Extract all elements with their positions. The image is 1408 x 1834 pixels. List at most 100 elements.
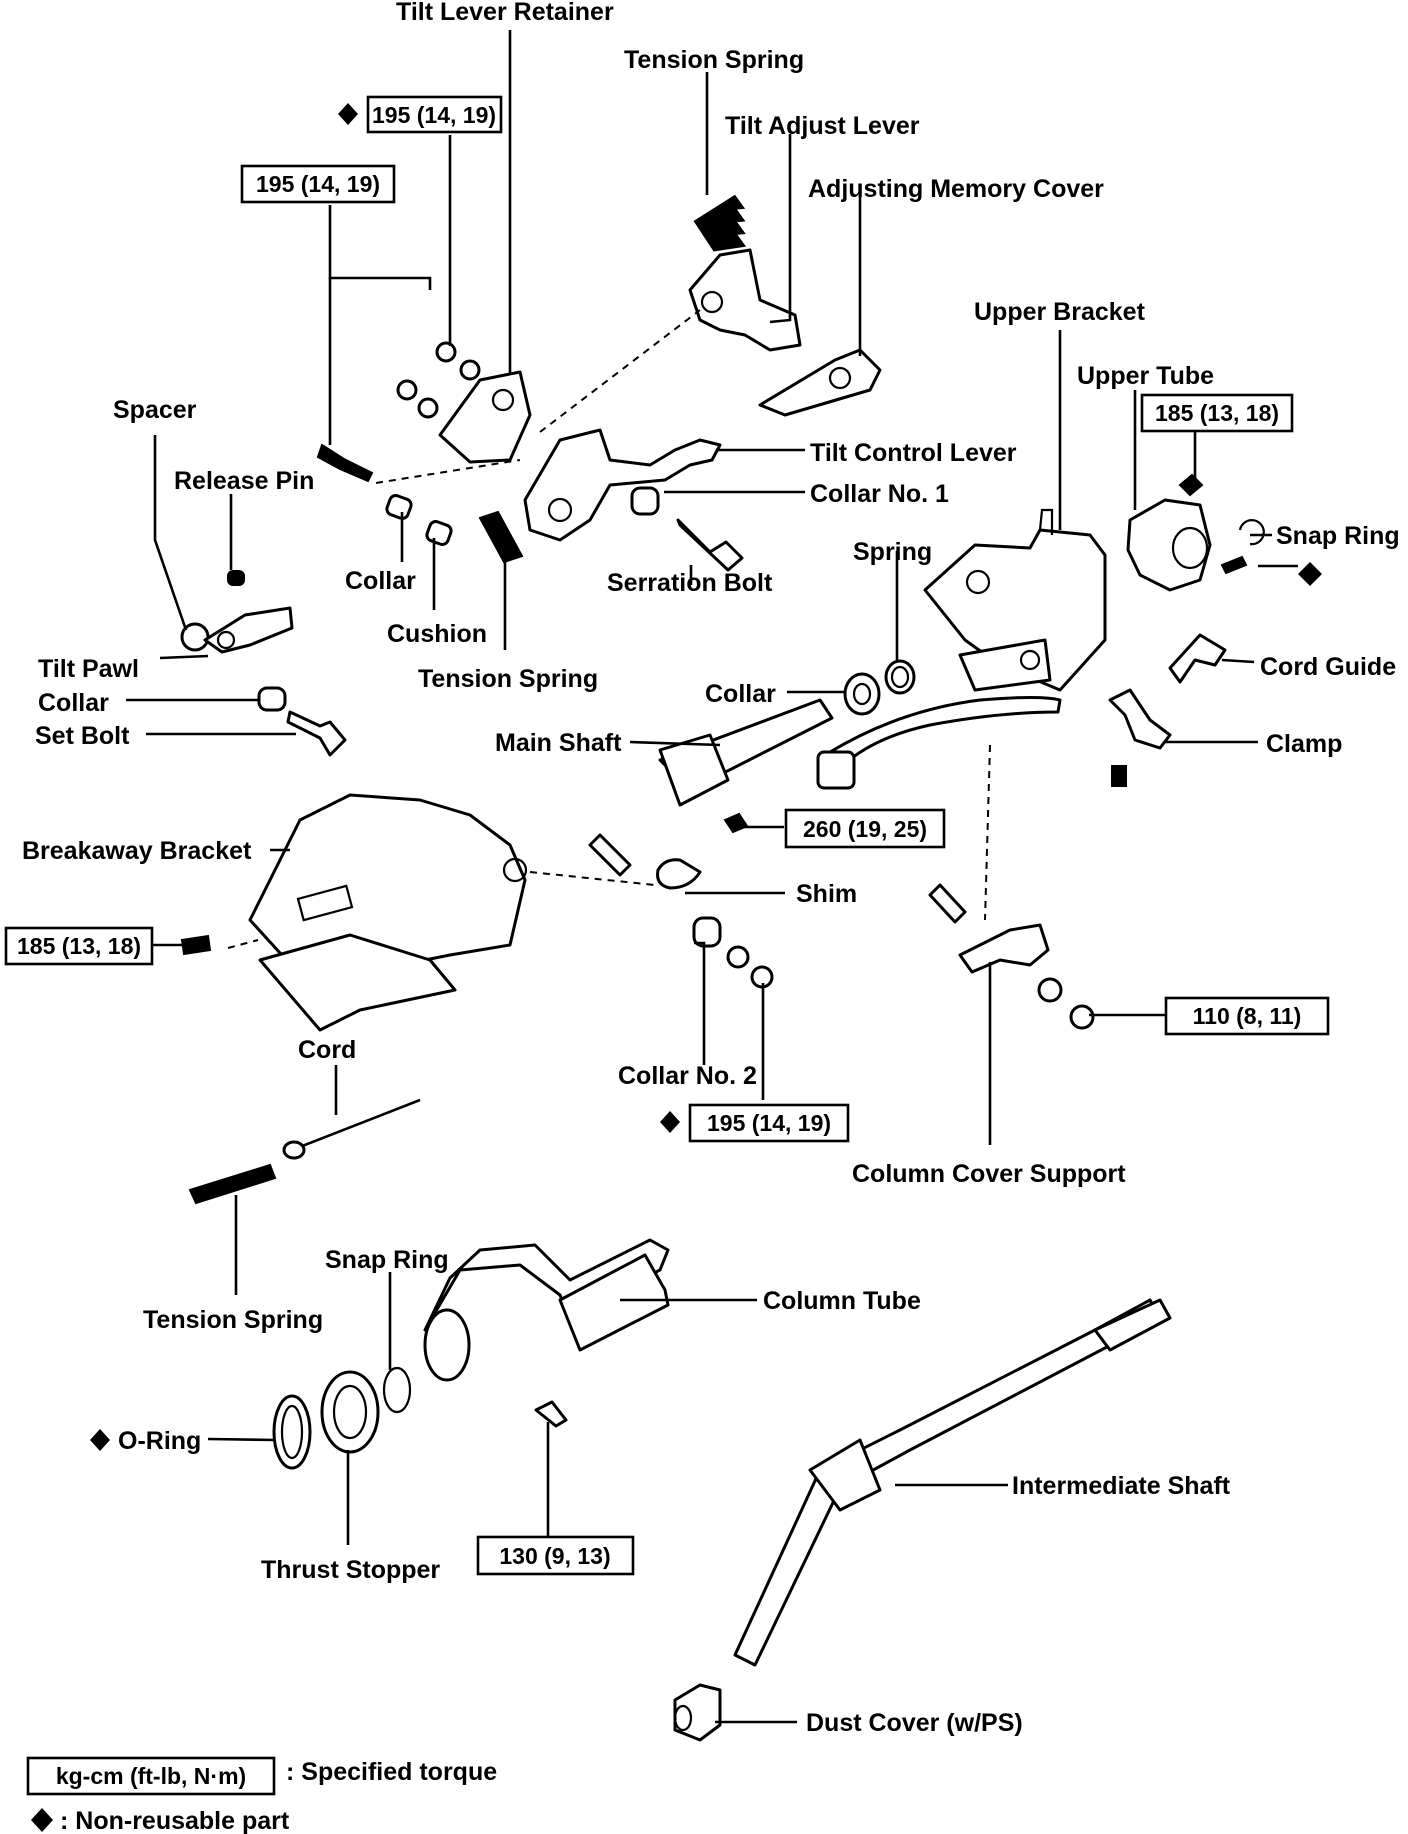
label-release-pin: Release Pin [174, 467, 314, 495]
release-pin-drawing [227, 570, 245, 586]
part-labels: Tilt Lever Retainer Tension Spring Tilt … [22, 0, 1400, 1737]
tension-spring-mid-drawing [478, 510, 524, 564]
snap-ring-low-drawing [382, 1366, 412, 1414]
label-tilt-adjust-lever: Tilt Adjust Lever [725, 112, 920, 140]
label-collar-no2: Collar No. 2 [618, 1062, 757, 1090]
label-snap-ring-right: Snap Ring [1276, 522, 1400, 550]
upper-bracket-arm-drawing [828, 696, 1062, 772]
legend-nonreusable-text: : Non-reusable part [60, 1807, 290, 1834]
column-tube-drawing [423, 1238, 670, 1332]
collar-mid-drawing [843, 672, 881, 716]
nonreusable-diamond-icon [338, 103, 358, 125]
label-cord-guide: Cord Guide [1260, 653, 1396, 681]
nonreusable-diamond-icon [31, 1808, 53, 1832]
assembly-lines [227, 309, 991, 949]
label-upper-tube: Upper Tube [1077, 362, 1214, 390]
label-main-shaft: Main Shaft [495, 729, 622, 757]
collar-no2-drawing [692, 916, 722, 948]
cord-guide-drawing [1168, 633, 1227, 684]
nut-drawing [396, 379, 418, 401]
parts [180, 194, 1265, 1742]
tension-spring-top-drawing [693, 194, 747, 252]
set-bolt-drawing [286, 710, 347, 757]
tilt-lever-retainer-drawing [438, 370, 532, 464]
label-column-cover-support: Column Cover Support [852, 1160, 1126, 1188]
nut-drawing [435, 341, 457, 363]
column-cover-support-drawing [958, 923, 1050, 974]
torque-195-bottom: 195 (14, 19) [707, 1110, 831, 1136]
bolt-drawing [928, 883, 967, 924]
upper-tube-drawing [1126, 498, 1212, 592]
label-cord: Cord [298, 1036, 356, 1064]
tension-spring-low-drawing [188, 1163, 277, 1205]
snap-ring-right-drawing [1238, 519, 1265, 546]
torque-195-left: 195 (14, 19) [256, 171, 380, 197]
thrust-stopper-drawing [320, 1370, 380, 1454]
spring-drawing [884, 659, 916, 695]
collar-left-drawing [257, 686, 287, 712]
label-shim: Shim [796, 880, 857, 908]
label-tilt-control-lever: Tilt Control Lever [810, 439, 1017, 467]
bolt-drawing [588, 833, 632, 877]
label-collar-left: Collar [38, 689, 109, 717]
collar-drawing [385, 494, 413, 520]
label-spring: Spring [853, 538, 932, 566]
shim-drawing [656, 858, 702, 890]
nut-drawing [726, 945, 750, 969]
label-snap-ring-low: Snap Ring [325, 1246, 449, 1274]
label-dust-cover: Dust Cover (w/PS) [806, 1709, 1023, 1737]
cord-drawing [291, 1098, 421, 1152]
nonreusable-diamond-icon [90, 1429, 110, 1451]
nonreusable-diamond-icon [1298, 562, 1322, 586]
label-intermediate-shaft: Intermediate Shaft [1012, 1472, 1231, 1500]
label-tilt-lever-retainer: Tilt Lever Retainer [396, 0, 614, 26]
label-tension-spring-mid: Tension Spring [418, 665, 598, 693]
label-cushion: Cushion [387, 620, 487, 648]
nut-drawing [459, 359, 481, 381]
tilt-control-lever-drawing [523, 428, 722, 542]
label-tension-spring-top: Tension Spring [624, 46, 804, 74]
serration-bolt-drawing [676, 518, 744, 572]
torque-130: 130 (9, 13) [499, 1543, 610, 1569]
legend-torque-box [26, 1756, 276, 1796]
torque-260: 260 (19, 25) [803, 816, 927, 842]
label-adjusting-memory-cover: Adjusting Memory Cover [808, 175, 1104, 203]
leader-lines [126, 30, 1298, 1724]
torque-values: 195 (14, 19) 195 (14, 19) 185 (13, 18) 2… [4, 95, 1330, 1576]
label-breakaway-bracket: Breakaway Bracket [22, 837, 252, 865]
legend-torque-text: : Specified torque [286, 1758, 497, 1786]
label-upper-bracket: Upper Bracket [974, 298, 1146, 326]
tilt-pawl-drawing [203, 606, 294, 654]
tilt-adjust-lever-drawing [688, 248, 802, 352]
label-collar-no1: Collar No. 1 [810, 480, 949, 508]
label-set-bolt: Set Bolt [35, 722, 130, 750]
bolt-drawing [1178, 473, 1204, 497]
bolt-drawing [316, 443, 374, 483]
clamp-drawing [1108, 688, 1172, 750]
nonreusable-diamond-icon [660, 1111, 680, 1133]
label-column-tube: Column Tube [763, 1287, 921, 1315]
label-o-ring: O-Ring [118, 1427, 201, 1455]
legend-torque-unit: kg-cm (ft-lb, N·m) [56, 1763, 246, 1789]
o-ring-drawing [272, 1394, 312, 1470]
torque-185-breakaway: 185 (13, 18) [17, 933, 141, 959]
label-collar-upper: Collar [345, 567, 416, 595]
legend: kg-cm (ft-lb, N·m) : Specified torque : … [26, 1756, 497, 1834]
label-collar-mid: Collar [705, 680, 776, 708]
torque-195-top: 195 (14, 19) [372, 102, 496, 128]
bolt-drawing [180, 934, 212, 956]
torque-110: 110 (8, 11) [1193, 1003, 1302, 1029]
nut-drawing [417, 397, 439, 419]
label-tension-spring-low: Tension Spring [143, 1306, 323, 1334]
torque-185-upper-tube: 185 (13, 18) [1155, 400, 1279, 426]
label-spacer: Spacer [113, 396, 197, 424]
bolt-drawing [534, 1400, 568, 1428]
label-thrust-stopper: Thrust Stopper [261, 1556, 440, 1584]
dust-cover-drawing [673, 1683, 722, 1742]
collar-no1-drawing [630, 486, 660, 516]
label-serration-bolt: Serration Bolt [607, 569, 773, 597]
adjusting-memory-cover-drawing [758, 348, 882, 417]
label-clamp: Clamp [1266, 730, 1342, 758]
nut-drawing [1069, 1004, 1095, 1030]
